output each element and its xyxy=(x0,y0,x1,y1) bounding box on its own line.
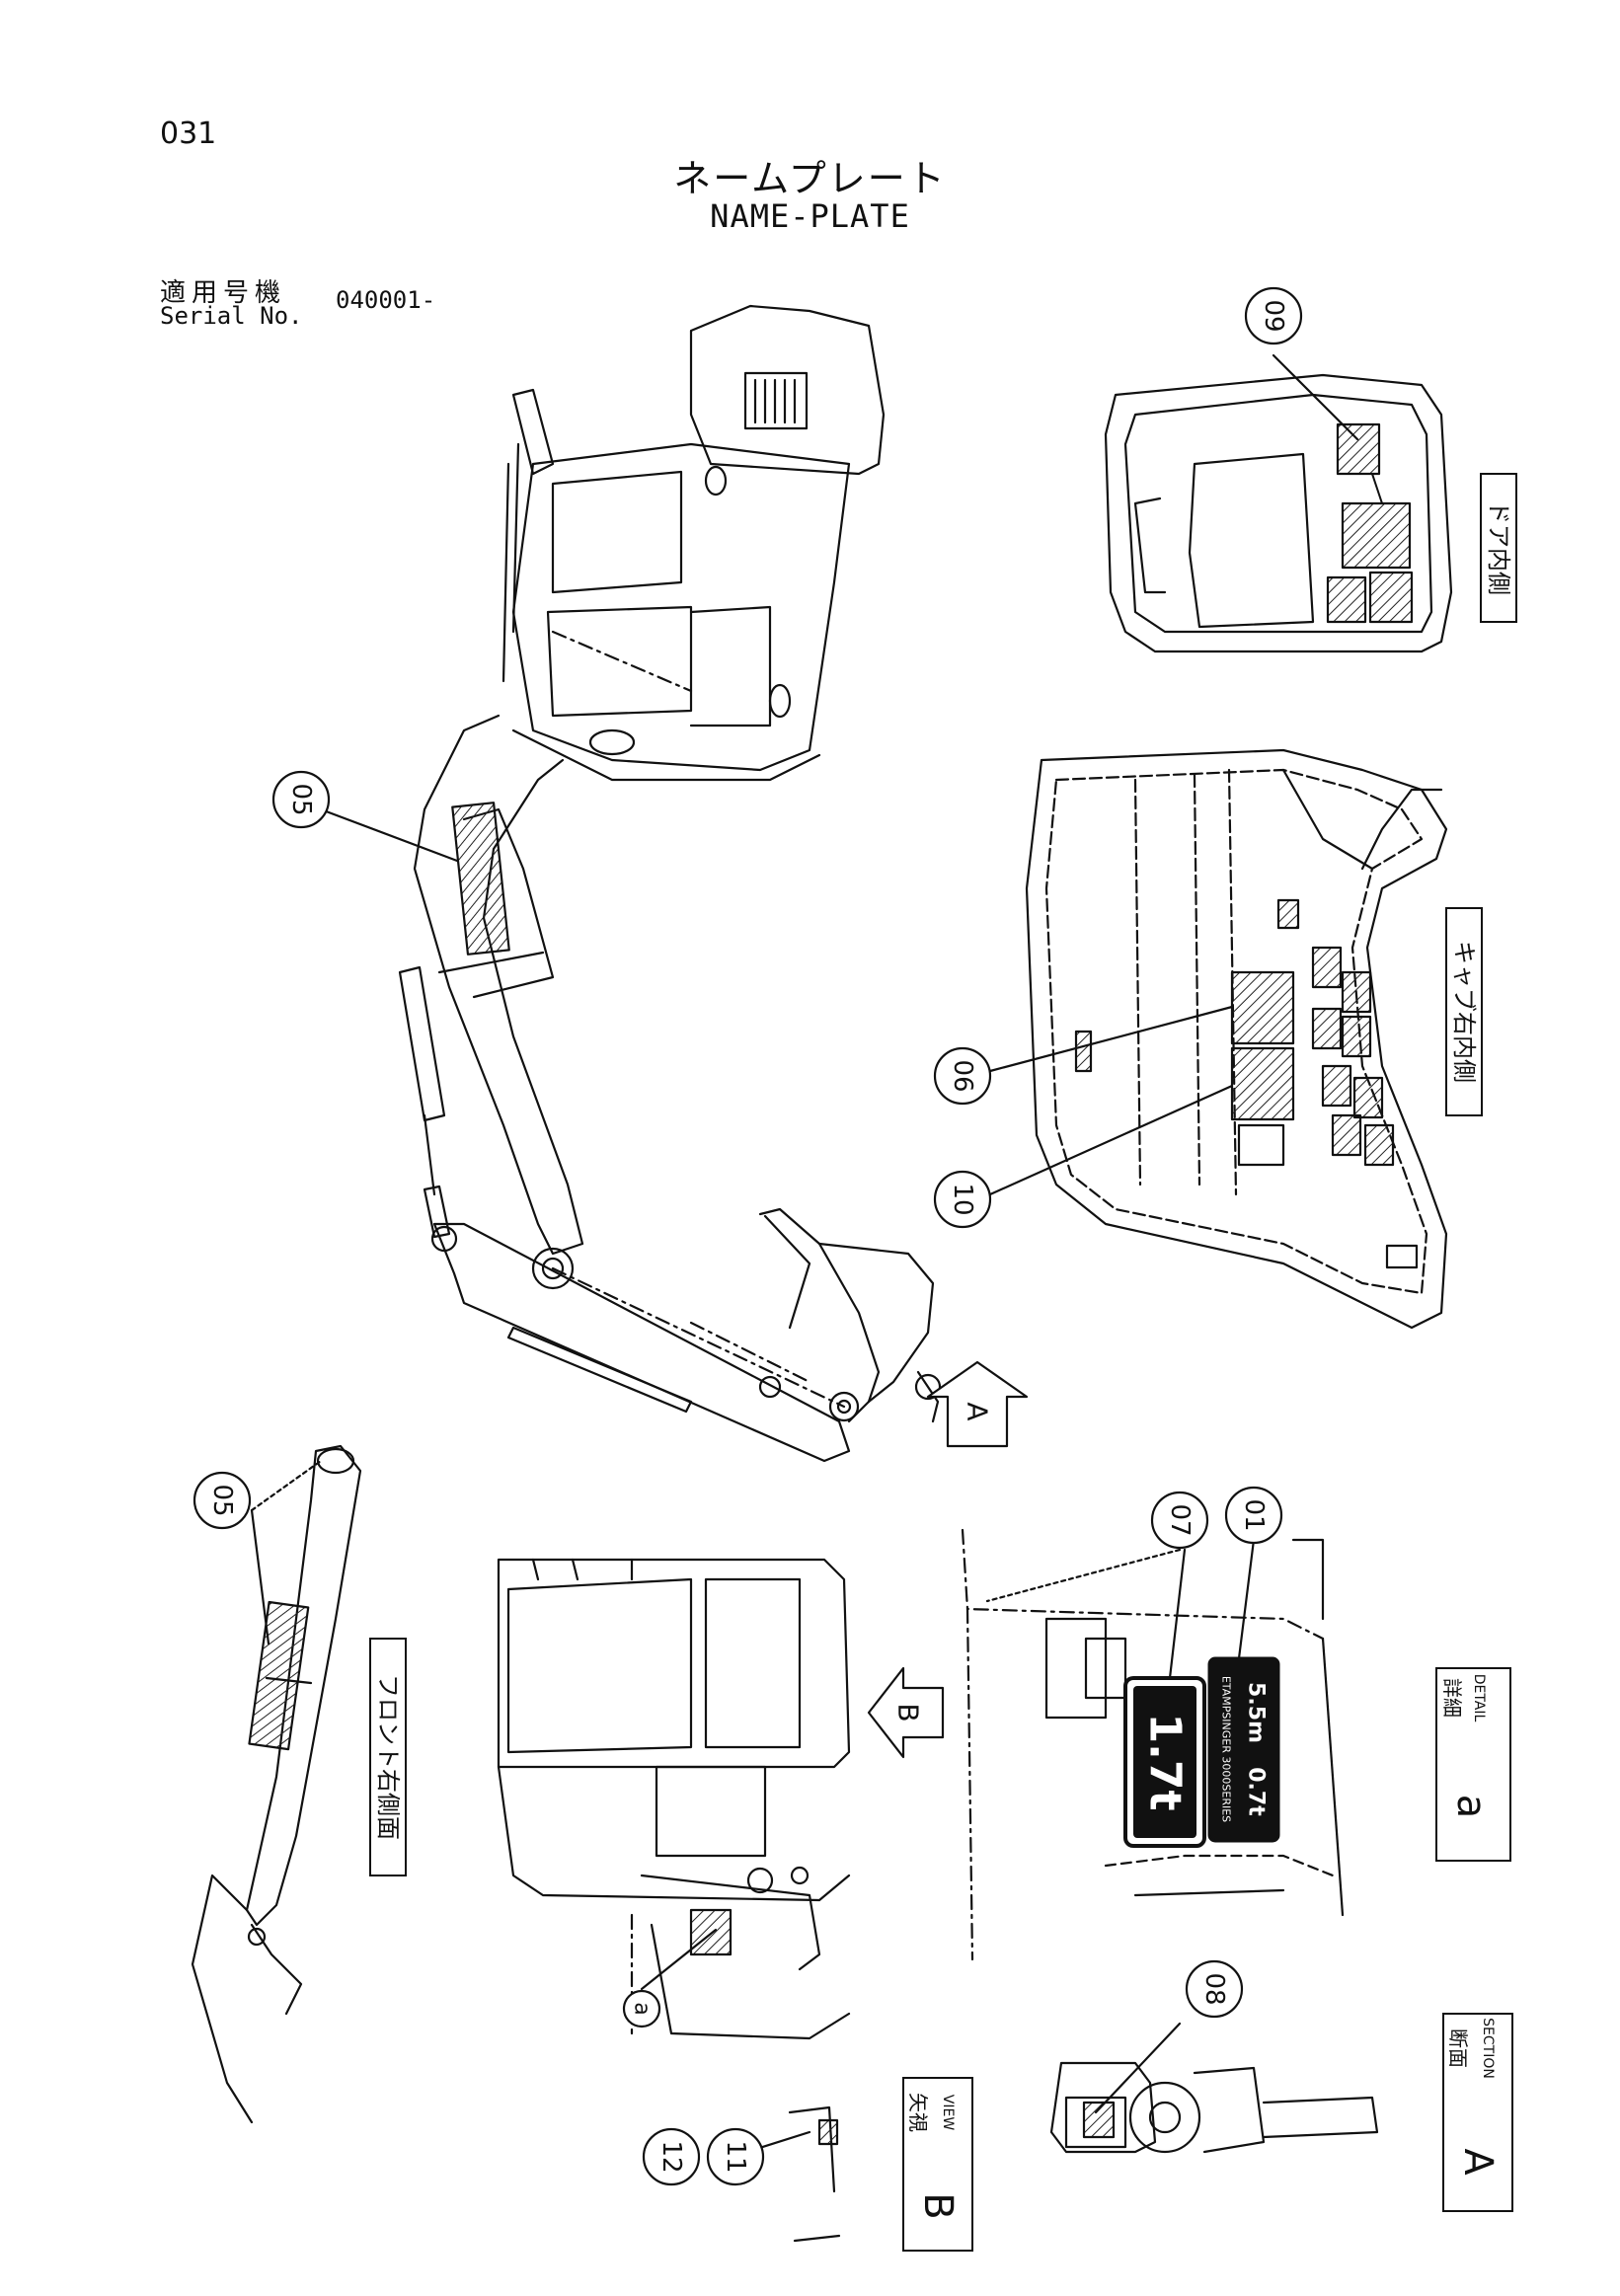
page-number: 031 xyxy=(160,116,217,151)
callout-09: 09 xyxy=(1259,299,1288,332)
callout-06: 06 xyxy=(948,1059,977,1092)
view-arrow-a xyxy=(926,1360,1029,1448)
label-section-jp: 断面 xyxy=(1446,2028,1470,2068)
label-detail-jp: 詳細 xyxy=(1440,1678,1464,1718)
callout-a: a xyxy=(630,2002,655,2015)
plate-spec-left: 5.5m xyxy=(1244,1682,1269,1743)
excavator-main-view xyxy=(398,304,942,1463)
label-front-right-side: フロント右側面 xyxy=(374,1674,402,1840)
callout-11: 11 xyxy=(721,2140,750,2173)
label-cab-right-inner: キャブ右内側 xyxy=(1450,941,1478,1083)
plate-capacity-text: 1.7t xyxy=(1140,1714,1191,1811)
callout-05: 05 xyxy=(286,783,316,815)
arrow-b-label: B xyxy=(892,1703,925,1722)
label-door-inner: ドア内側 xyxy=(1485,500,1512,595)
label-detail-letter: a xyxy=(1448,1795,1494,1819)
callout-05-front: 05 xyxy=(207,1484,237,1516)
serial-label-jp: 適用号機 xyxy=(160,278,287,308)
detail-a-view xyxy=(961,1528,1345,1961)
page-title-jp: ネームプレート xyxy=(673,157,947,200)
plate-spec-top: ETAMPSINGER 3000SERIES xyxy=(1220,1676,1233,1822)
cab-right-inner-view xyxy=(1025,748,1448,1330)
arrow-a-label: A xyxy=(962,1402,994,1420)
plate-01-spec: ETAMPSINGER 3000SERIES 5.5m 0.7t xyxy=(1207,1656,1280,1843)
serial-value: 040001- xyxy=(336,286,436,314)
door-inner-view xyxy=(1104,373,1453,653)
label-section-en: SECTION xyxy=(1480,2018,1496,2079)
plate-07-capacity: 1.7t xyxy=(1123,1676,1206,1848)
label-view-en: VIEW xyxy=(940,2095,956,2131)
callout-12: 12 xyxy=(656,2140,686,2173)
view-b-detail-parts xyxy=(788,2105,841,2243)
page-title-en: NAME-PLATE xyxy=(710,197,910,235)
plate-spec-right: 0.7t xyxy=(1244,1767,1269,1816)
serial-label-en: Serial No. xyxy=(160,302,303,330)
label-view-letter: B xyxy=(915,2192,961,2219)
label-section-letter: A xyxy=(1455,2148,1501,2176)
front-right-side-view xyxy=(191,1444,362,2124)
view-b-cab-side xyxy=(497,1558,851,2040)
view-arrow-b xyxy=(867,1666,945,1759)
callout-10: 10 xyxy=(948,1183,977,1215)
label-view-jp: 矢視 xyxy=(906,2093,930,2132)
callout-01: 01 xyxy=(1239,1498,1269,1531)
callout-07: 07 xyxy=(1165,1503,1195,1536)
label-detail-en: DETAIL xyxy=(1471,1674,1487,1722)
callout-08: 08 xyxy=(1199,1972,1229,2005)
section-a-view xyxy=(1049,2061,1379,2154)
